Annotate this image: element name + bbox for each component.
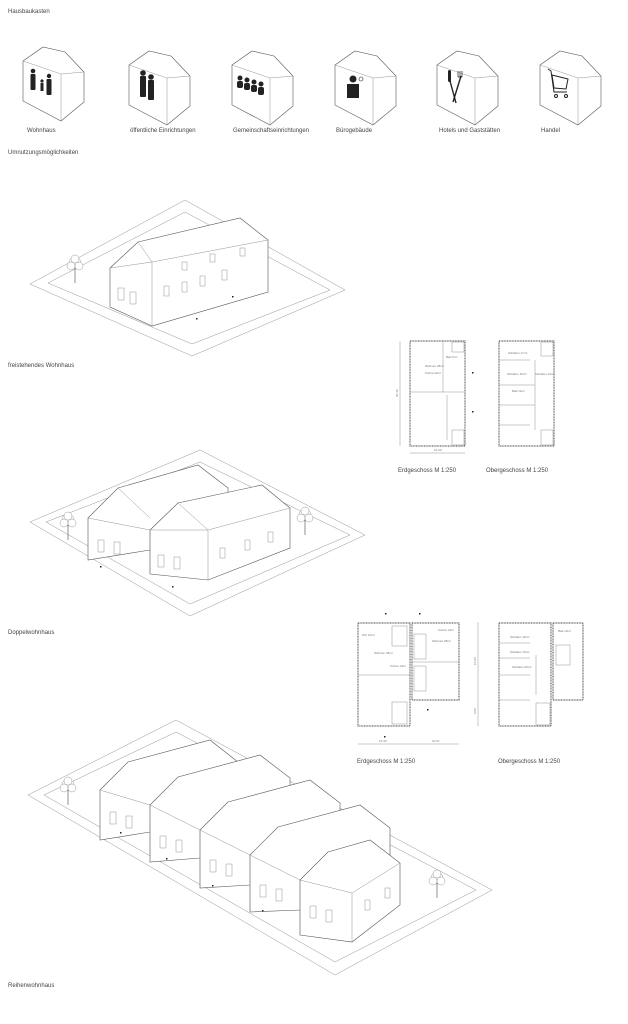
building xyxy=(87,464,291,581)
conversion-title: Umnutzungsmöglichkeiten xyxy=(8,150,78,156)
tree xyxy=(59,511,77,541)
svg-text:Küche 14m²: Küche 14m² xyxy=(390,664,406,668)
plan-label: Obergeschoss M 1:250 xyxy=(486,468,549,474)
svg-text:5.00: 5.00 xyxy=(473,708,477,714)
module-label: Hotels und Gaststätten xyxy=(439,128,500,134)
module-buero xyxy=(334,50,397,126)
svg-text:Schlafen 13m²: Schlafen 13m² xyxy=(535,372,554,376)
svg-text:20.40: 20.40 xyxy=(395,389,399,397)
group-icon xyxy=(237,75,264,95)
svg-text:Wohnen 28m²: Wohnen 28m² xyxy=(425,364,444,368)
tree xyxy=(428,869,446,899)
svg-text:Küche 22m²: Küche 22m² xyxy=(425,371,441,375)
floorplan-eg-doppelhaus: WC 12m² Wohnen 28m² Küche 14m² Küche 14m… xyxy=(357,613,479,745)
floorplan-eg-freistehend: Wohnen 28m² Küche 22m² Bad 5m² 20.40 10.… xyxy=(395,340,474,454)
tree xyxy=(296,506,314,536)
svg-text:Küche 14m²: Küche 14m² xyxy=(438,628,454,632)
variant-label: Reihenwohnhaus xyxy=(8,983,54,989)
variant-label: Doppelwohnhaus xyxy=(8,630,54,636)
svg-text:16.00: 16.00 xyxy=(473,657,477,665)
module-wohnhaus xyxy=(22,46,85,122)
module-label: Handel xyxy=(541,128,560,134)
building xyxy=(99,739,401,943)
tree xyxy=(59,776,77,806)
module-oeffentlich xyxy=(128,50,191,126)
plan-label: Obergeschoss M 1:250 xyxy=(498,759,561,765)
svg-text:WC 12m²: WC 12m² xyxy=(362,633,375,637)
svg-text:Wohnen 28m²: Wohnen 28m² xyxy=(432,639,451,643)
svg-text:Schlafen 20m²: Schlafen 20m² xyxy=(512,665,531,669)
family-icon xyxy=(30,68,52,95)
building xyxy=(109,217,269,327)
svg-text:Wohnen 28m²: Wohnen 28m² xyxy=(374,651,393,655)
plan-label: Erdgeschoss M 1:250 xyxy=(357,759,416,765)
knife-fork-icon xyxy=(448,70,463,104)
svg-text:Bad 5m²: Bad 5m² xyxy=(446,355,457,359)
module-label: Gemeinschaftseinrichtungen xyxy=(233,128,309,134)
office-worker-icon xyxy=(347,75,364,98)
axonometry-freistehend xyxy=(29,199,346,357)
svg-text:10.37: 10.37 xyxy=(432,739,440,743)
module-label: Wohnhaus xyxy=(27,128,56,134)
axonometry-doppelhaus xyxy=(29,449,366,617)
svg-text:Bad 12m²: Bad 12m² xyxy=(512,389,525,393)
tree xyxy=(66,254,84,284)
module-gemeinschaft xyxy=(231,50,294,126)
plan-label: Erdgeschoss M 1:250 xyxy=(398,468,457,474)
floorplan-og-freistehend: Schlafen 17m² Schlafen 15m² Schlafen 13m… xyxy=(498,340,555,447)
shopping-cart-icon xyxy=(547,68,569,98)
svg-text:Schlafen 18m²: Schlafen 18m² xyxy=(510,635,529,639)
section-title: Hausbaukasten xyxy=(8,9,50,15)
floorplan-og-doppelhaus: Schlafen 18m² Schlafen 15m² Schlafen 20m… xyxy=(498,622,584,727)
module-hotels xyxy=(436,50,499,126)
variant-label: freistehendes Wohnhaus xyxy=(8,363,74,369)
svg-text:10.40: 10.40 xyxy=(379,739,387,743)
svg-text:Schlafen 15m²: Schlafen 15m² xyxy=(507,372,526,376)
module-label: öffentliche Einrichtungen xyxy=(130,128,196,134)
svg-text:Bad 12m²: Bad 12m² xyxy=(558,629,571,633)
axonometry-reihenhaus xyxy=(27,719,493,976)
module-label: Bürogebäude xyxy=(336,128,373,134)
svg-text:Schlafen 15m²: Schlafen 15m² xyxy=(510,650,529,654)
couple-icon xyxy=(140,70,154,100)
svg-text:Schlafen 17m²: Schlafen 17m² xyxy=(508,351,527,355)
module-handel xyxy=(539,50,602,126)
svg-text:10.40: 10.40 xyxy=(434,448,442,452)
